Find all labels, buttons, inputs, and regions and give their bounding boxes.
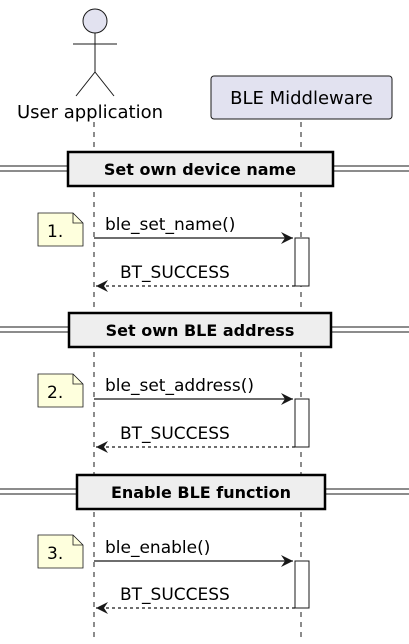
activation-bar [294, 398, 310, 448]
participant-label: BLE Middleware [230, 88, 373, 109]
section-divider-box [67, 311, 333, 349]
section-3: Enable BLE function 3. ble_enable() BT_S… [0, 473, 409, 614]
participant-ble-middleware: BLE Middleware [210, 75, 393, 120]
section-title: Set own device name [104, 160, 296, 179]
note-text: 2. [47, 383, 63, 403]
response-label: BT_SUCCESS [120, 263, 230, 283]
section-1: Set own device name 1. ble_set_name() BT… [0, 150, 409, 292]
actor-label: User application [17, 102, 163, 123]
section-divider-box [75, 473, 327, 511]
note: 2. [37, 373, 84, 408]
note: 1. [37, 212, 84, 247]
activation-bar [294, 237, 310, 287]
section-divider-box [66, 150, 335, 188]
actor-icon [73, 8, 117, 97]
section-2: Set own BLE address 2. ble_set_address()… [0, 311, 409, 453]
note-text: 3. [47, 544, 63, 564]
request-label: ble_set_address() [105, 376, 254, 396]
activation-bar [294, 560, 310, 609]
note: 3. [37, 534, 84, 569]
section-title: Set own BLE address [106, 321, 295, 340]
response-label: BT_SUCCESS [120, 424, 230, 444]
request-label: ble_set_name() [105, 215, 235, 235]
note-text: 1. [47, 222, 63, 242]
request-label: ble_enable() [105, 538, 210, 558]
section-title: Enable BLE function [111, 483, 291, 502]
response-label: BT_SUCCESS [120, 585, 230, 605]
